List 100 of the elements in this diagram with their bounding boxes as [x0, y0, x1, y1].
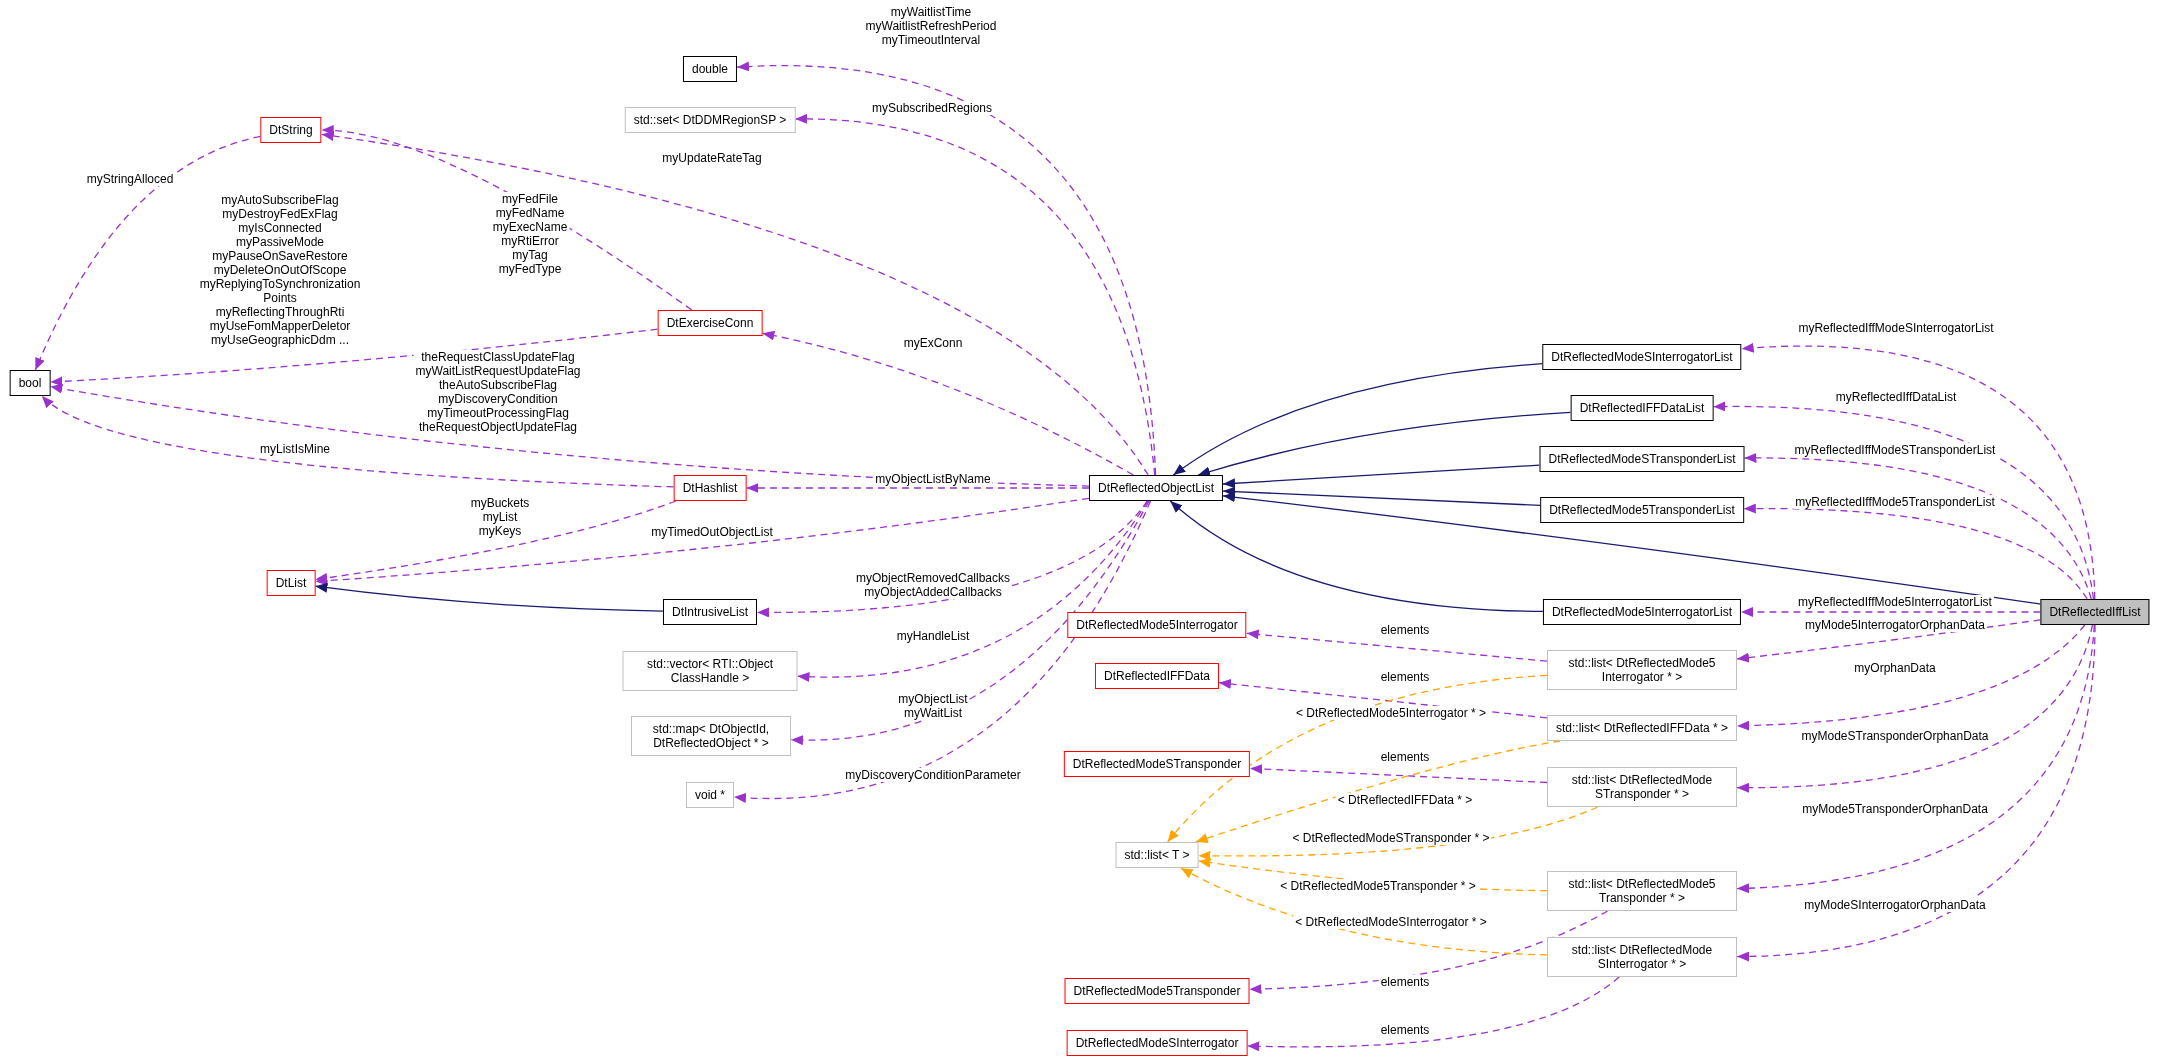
class-box: DtReflectedModeSTransponder — [1063, 751, 1251, 777]
edge-label: myAutoSubscribeFlag myDestroyFedExFlag myIsConnected myPassiveMode myPauseOnSaveRestore myDeleteOnOutOfScope myReplyingToSynchronization Points myReflectingThroughRti myUseFomMapperDeletor myUseGeographicDdm ... — [197, 193, 363, 347]
edge-label: myReflectedIffMode5InterrogatorList — [1796, 595, 1994, 609]
dashed-arrow — [794, 114, 1156, 476]
class-box: DtReflectedMode5Interrogator — [1067, 612, 1247, 638]
class-box: std::vector< RTI::Object ClassHandle > — [622, 651, 798, 691]
edge-label: myUpdateRateTag — [660, 151, 764, 165]
class-box: bool — [9, 370, 51, 396]
class-box: std::list< DtReflectedMode SInterrogator * > — [1547, 937, 1737, 977]
class-box: DtList — [266, 570, 316, 596]
edge-label: myMode5TransponderOrphanData — [1800, 802, 1990, 816]
dashed-arrow — [796, 500, 1149, 682]
class-box: std::set< DtDDMRegionSP > — [624, 107, 796, 133]
edge-label: elements — [1378, 670, 1432, 684]
class-box: DtReflectedObjectList — [1088, 475, 1224, 501]
dashed-arrow — [736, 61, 1157, 476]
dashed-arrow — [1246, 976, 1620, 1052]
inheritance-arrow — [1222, 492, 2042, 605]
dashed-arrow — [1743, 453, 2092, 600]
dashed-arrow — [49, 383, 1090, 487]
inheritance-arrow — [1169, 500, 1544, 613]
dashed-arrow — [1249, 764, 1548, 784]
dashed-arrow — [1180, 867, 1548, 956]
edge-label: < DtReflectedModeSInterrogator * > — [1293, 915, 1489, 929]
class-box: std::map< DtObjectId, DtReflectedObject * > — [631, 716, 791, 756]
edge-label: elements — [1378, 1023, 1432, 1037]
dashed-arrow — [34, 135, 261, 371]
class-box: DtReflectedIffList — [2040, 599, 2150, 625]
inheritance-arrow — [314, 582, 664, 612]
class-box: DtReflectedIFFData — [1095, 663, 1219, 689]
edge-label: elements — [1378, 750, 1432, 764]
dashed-arrow — [321, 131, 1149, 476]
edge-label: myOrphanData — [1852, 661, 1938, 675]
dashed-arrow — [1740, 607, 2042, 617]
class-box: double — [683, 56, 737, 82]
dashed-arrow — [790, 500, 1150, 745]
edge-label: myFedFile myFedName myExecName myRtiError myTag myFedType — [490, 192, 570, 276]
dashed-arrow — [49, 328, 659, 387]
edge-label: myHandleList — [894, 629, 972, 643]
edge-label: elements — [1378, 975, 1432, 989]
dashed-arrow — [761, 330, 1134, 476]
dashed-arrow — [745, 483, 1090, 493]
dashed-arrow — [1736, 624, 2096, 962]
edge-label: mySubscribedRegions — [869, 101, 995, 115]
edge-label: < DtReflectedMode5Interrogator * > — [1293, 706, 1489, 720]
edge-label: elements — [1378, 623, 1432, 637]
class-box: DtReflectedModeSTransponderList — [1539, 446, 1745, 472]
class-box: DtIntrusiveList — [663, 599, 757, 625]
class-box: DtReflectedIFFDataList — [1570, 395, 1714, 421]
dashed-arrow — [314, 497, 1090, 586]
edge-label: myListIsMine — [258, 442, 332, 456]
inheritance-arrow — [1197, 411, 1572, 477]
edge-label: myDiscoveryConditionParameter — [843, 768, 1023, 782]
dashed-arrow — [1736, 624, 2086, 731]
edge-label: < DtReflectedModeSTransponder * > — [1290, 831, 1492, 845]
edge-label: myReflectedIffModeSTransponderList — [1792, 443, 1998, 457]
class-box: void * — [686, 782, 734, 808]
dashed-arrow — [1736, 619, 2042, 663]
class-box: std::list< DtReflectedMode STransponder * > — [1547, 767, 1737, 807]
edge-label: myWaitlistTime myWaitlistRefreshPeriod myTimeoutInterval — [863, 5, 999, 47]
dashed-arrow — [41, 395, 675, 488]
class-box: DtReflectedModeSInterrogatorList — [1542, 344, 1742, 370]
edge-label: < DtReflectedMode5Transponder * > — [1278, 879, 1478, 893]
dashed-arrow — [733, 500, 1152, 803]
dashed-arrow — [1736, 624, 2094, 793]
inheritance-arrow — [1222, 486, 1541, 507]
inheritance-arrow — [1172, 363, 1543, 476]
edge-label: myReflectedIffModeSInterrogatorList — [1796, 321, 1996, 335]
edge-label: myMode5InterrogatorOrphanData — [1802, 618, 1988, 632]
class-box: DtReflectedMode5TransponderList — [1540, 497, 1744, 523]
class-box: DtString — [260, 117, 322, 143]
class-box: DtHashlist — [673, 475, 747, 501]
edge-label: myReflectedIffMode5TransponderList — [1793, 495, 1997, 509]
dashed-arrow — [314, 500, 677, 583]
class-box: DtReflectedModeSInterrogator — [1066, 1030, 1248, 1056]
edge-label: myStringAlloced — [84, 172, 176, 186]
inheritance-arrow — [1222, 464, 1541, 489]
dashed-arrow — [1248, 910, 1609, 994]
dashed-arrow — [1197, 806, 1599, 861]
class-box: DtExerciseConn — [657, 310, 763, 336]
class-box: std::list< DtReflectedMode5 Transponder * > — [1547, 871, 1737, 911]
edge-label: < DtReflectedIFFData * > — [1335, 793, 1475, 807]
edge-label: myExConn — [901, 336, 965, 350]
edge-label: myObjectListByName — [873, 472, 993, 486]
dashed-arrow — [1166, 674, 1548, 843]
class-box: std::list< DtReflectedMode5 Interrogator * > — [1547, 650, 1737, 690]
dashed-arrow — [1195, 740, 1561, 843]
class-box: std::list< T > — [1115, 842, 1199, 868]
dashed-arrow — [1743, 503, 2088, 600]
class-box: DtReflectedMode5InterrogatorList — [1542, 599, 1742, 625]
edge-label: myModeSTransponderOrphanData — [1799, 729, 1991, 743]
dashed-arrow — [1712, 401, 2095, 600]
dashed-arrow — [1246, 629, 1548, 662]
dashed-arrow — [1741, 343, 2096, 600]
edge-label: theRequestClassUpdateFlag myWaitListRequestUpdateFlag theAutoSubscribeFlag myDiscoveryCondition myTimeoutProcessingFlag theRequestObjectUpdateFlag — [413, 350, 583, 434]
edge-label: myObjectRemovedCallbacks myObjectAddedCallbacks — [853, 571, 1013, 599]
class-box: std::list< DtReflectedIFFData * > — [1546, 715, 1738, 741]
class-box: DtReflectedMode5Transponder — [1064, 978, 1250, 1004]
edge-label: myModeSInterrogatorOrphanData — [1802, 898, 1988, 912]
dashed-arrow — [1736, 624, 2095, 893]
